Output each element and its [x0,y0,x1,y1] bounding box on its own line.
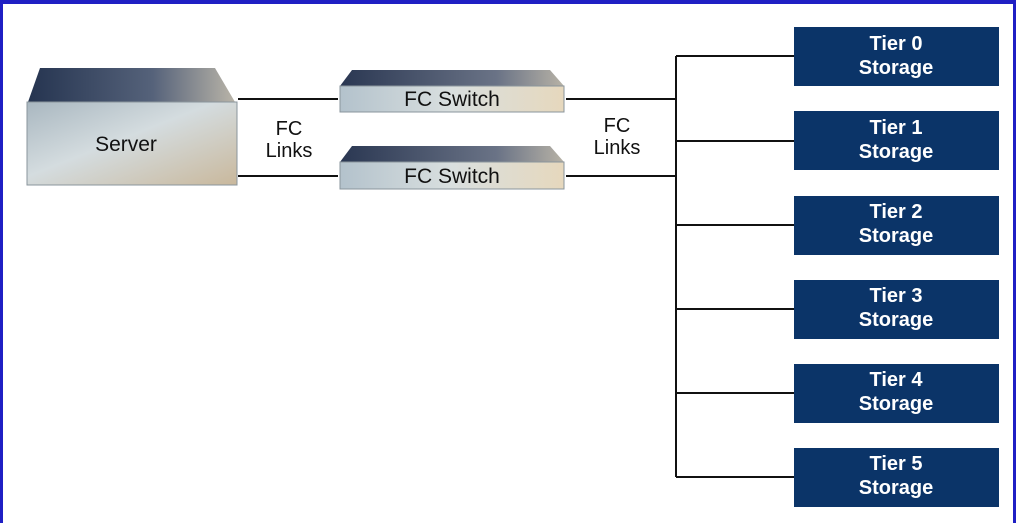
fc-switch-2: FC Switch [339,146,565,190]
tier-4-line2: Storage [859,393,933,415]
right-fc-links-line1: FC [604,115,631,137]
tier-5-line2: Storage [859,477,933,499]
tier-2-line2: Storage [859,225,933,247]
left-fc-links-line2: Links [266,140,313,162]
tier-1-line2: Storage [859,141,933,163]
fc-switch-1: FC Switch [339,70,565,113]
right-fc-links-label: FC Links [594,115,641,159]
tier-5-line1: Tier 5 [870,453,923,475]
server-node: Server [26,68,238,186]
storage-tier-4: Tier 4 Storage [794,364,999,423]
storage-tier-2: Tier 2 Storage [794,196,999,255]
storage-tier-3: Tier 3 Storage [794,280,999,339]
tier-3-line1: Tier 3 [870,285,923,307]
tier-3-line2: Storage [859,309,933,331]
fc-switch-2-label: FC Switch [404,165,500,188]
storage-tier-0: Tier 0 Storage [794,27,999,86]
left-fc-links-line1: FC [276,118,303,140]
left-fc-links-label: FC Links [266,118,313,162]
tier-0-line2: Storage [859,57,933,79]
tier-1-line1: Tier 1 [870,117,923,139]
storage-tier-5: Tier 5 Storage [794,448,999,507]
right-fc-links-line2: Links [594,137,641,159]
tier-0-line1: Tier 0 [870,33,923,55]
storage-tier-1: Tier 1 Storage [794,111,999,170]
tier-4-line1: Tier 4 [870,369,924,391]
fc-switch-1-label: FC Switch [404,88,500,111]
tier-2-line1: Tier 2 [870,201,923,223]
connector-lines [238,55,794,478]
server-label: Server [95,133,157,156]
